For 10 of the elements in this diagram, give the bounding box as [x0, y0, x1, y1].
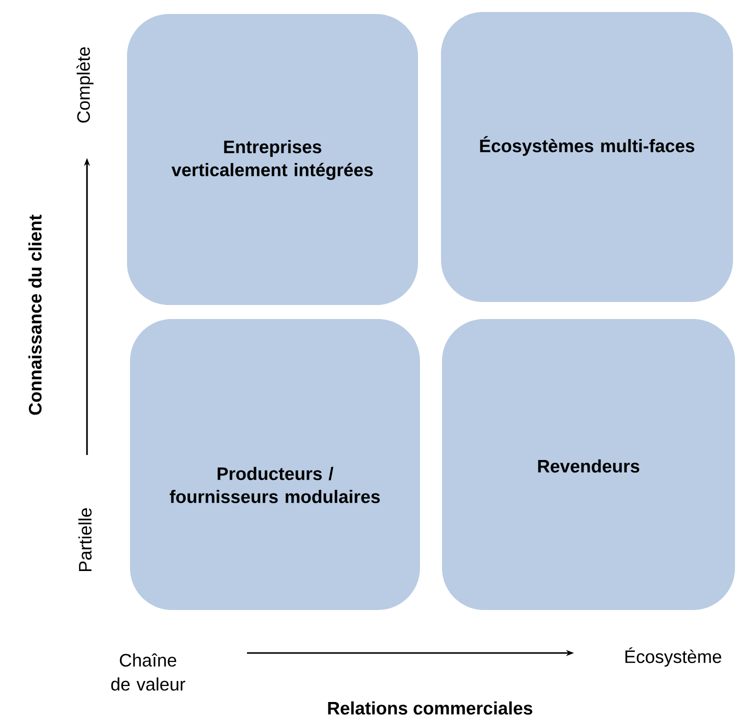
- axis-label: Écosystème: [625, 647, 722, 667]
- axis-label: Chaîne de valeur: [111, 653, 186, 691]
- axis-title: Relations commerciales: [328, 701, 532, 715]
- axis-label: Partielle: [78, 508, 92, 572]
- axis-label: Complète: [76, 47, 94, 123]
- quadrant-box: Revendeurs: [442, 319, 735, 610]
- quadrant-box: Écosystèmes multi-faces: [441, 12, 733, 302]
- axis-title: Connaissance du client: [28, 214, 42, 415]
- quadrant-box: Entreprises verticalement intégrées: [127, 14, 418, 305]
- quadrant-box: Producteurs / fournisseurs modulaires: [130, 319, 420, 610]
